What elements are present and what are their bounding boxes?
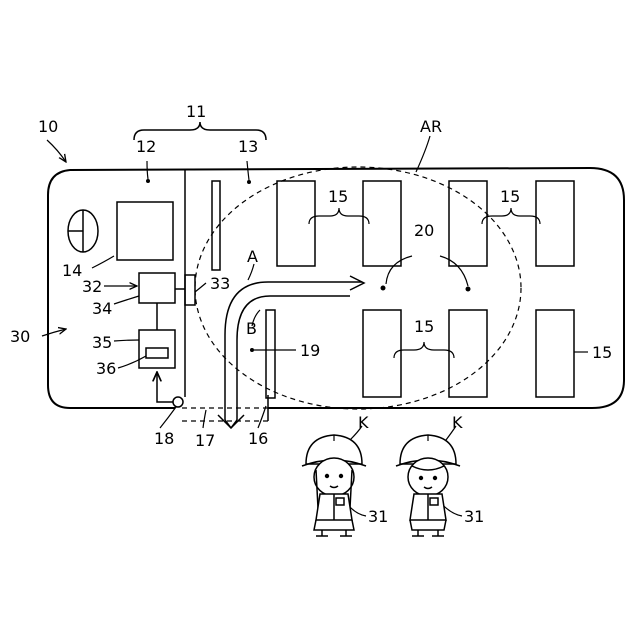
door-sensor bbox=[173, 397, 183, 407]
leader-dot bbox=[250, 348, 254, 352]
leader-dot bbox=[247, 180, 251, 184]
label-passenger-area: 13 bbox=[238, 137, 258, 156]
label-child-mark-right: K bbox=[452, 413, 463, 432]
sub-unit bbox=[139, 330, 175, 368]
seat bbox=[449, 310, 487, 397]
label-seats-top-left: 15 bbox=[328, 187, 348, 206]
seat bbox=[449, 181, 487, 266]
partition-connector bbox=[185, 275, 195, 305]
label-children-left: 31 bbox=[368, 507, 388, 526]
seat bbox=[536, 310, 574, 397]
child-figure-right bbox=[396, 435, 460, 536]
label-vehicle-side: 30 bbox=[10, 327, 30, 346]
label-path-a: A bbox=[247, 247, 258, 266]
driver-display bbox=[117, 202, 173, 260]
child-figure-left bbox=[302, 435, 366, 536]
label-vehicle: 10 bbox=[38, 117, 58, 136]
label-child-mark-left: K bbox=[358, 413, 369, 432]
sub-unit-inner bbox=[146, 348, 168, 358]
movement-path-arrow bbox=[218, 276, 364, 428]
label-sensor: 18 bbox=[154, 429, 174, 448]
label-unit-32: 32 bbox=[82, 277, 102, 296]
label-driver-area: 12 bbox=[136, 137, 156, 156]
label-partition: 19 bbox=[300, 341, 320, 360]
label-steering: 14 bbox=[62, 261, 82, 280]
label-body-group: 11 bbox=[186, 102, 206, 121]
label-children-right: 31 bbox=[464, 507, 484, 526]
label-door-gap: 17 bbox=[195, 431, 215, 450]
steering-wheel-icon bbox=[68, 210, 98, 252]
label-seats-top-right: 15 bbox=[500, 187, 520, 206]
passenger-seats bbox=[277, 181, 574, 397]
label-seats-bottom-right: 15 bbox=[592, 343, 612, 362]
label-path-b: B bbox=[246, 319, 257, 338]
seat bbox=[536, 181, 574, 266]
label-points: 20 bbox=[414, 221, 434, 240]
leader-dot bbox=[146, 179, 150, 183]
label-seats-bottom: 15 bbox=[414, 317, 434, 336]
control-unit bbox=[139, 273, 175, 303]
label-unit-34: 34 bbox=[92, 299, 112, 318]
label-door: 16 bbox=[248, 429, 268, 448]
label-unit-36: 36 bbox=[96, 359, 116, 378]
point-marker bbox=[381, 286, 386, 291]
point-marker bbox=[466, 287, 471, 292]
label-unit-33: 33 bbox=[210, 274, 230, 293]
label-area: AR bbox=[420, 117, 442, 136]
label-unit-35: 35 bbox=[92, 333, 112, 352]
door-partition bbox=[266, 310, 275, 398]
